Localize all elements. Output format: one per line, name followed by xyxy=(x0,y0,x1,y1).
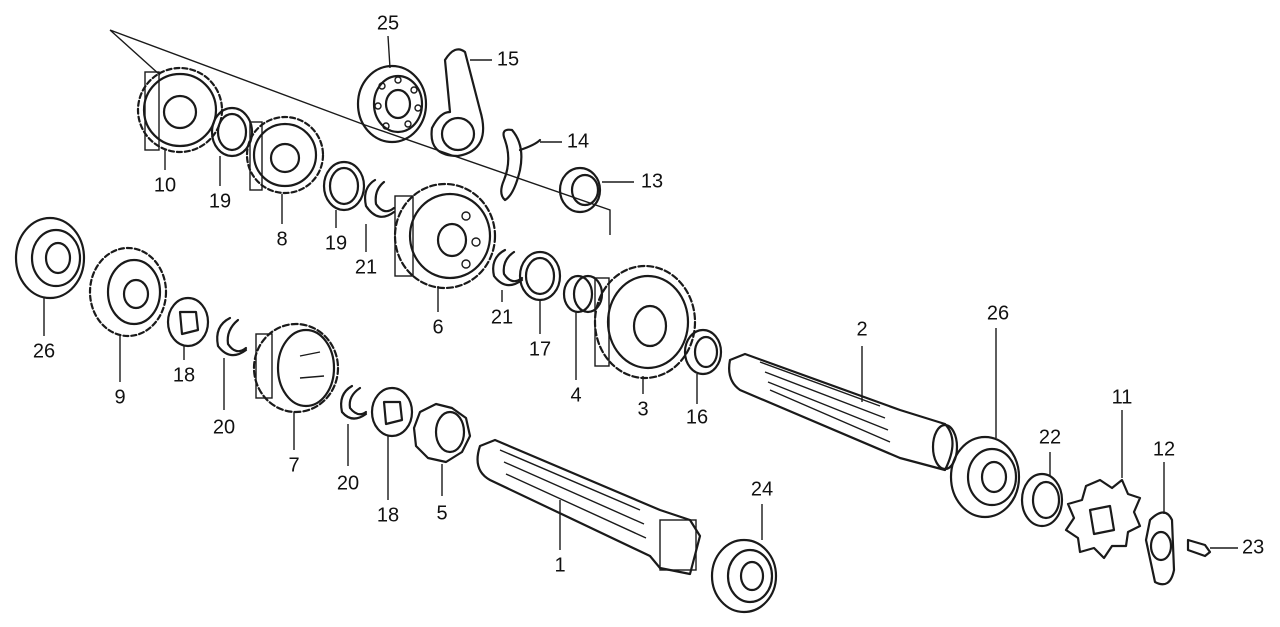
callout-2: 2 xyxy=(856,318,867,340)
part-9-gear xyxy=(88,246,168,338)
part-14-spring-clip xyxy=(500,128,542,202)
countershaft-group-outline xyxy=(109,29,611,235)
callout-6: 6 xyxy=(432,316,443,338)
callout-8: 8 xyxy=(276,228,287,250)
part-16-washer xyxy=(683,328,723,376)
part-10-gear xyxy=(136,66,224,154)
part-11-sprocket xyxy=(1064,478,1142,560)
callout-15: 15 xyxy=(497,48,519,70)
callout-4: 4 xyxy=(570,384,581,406)
callout-17: 17 xyxy=(529,338,551,360)
callout-1: 1 xyxy=(554,554,565,576)
part-2-countershaft xyxy=(728,352,959,472)
part-21-circlip-a xyxy=(363,178,396,218)
part-5-gear xyxy=(412,402,472,464)
leader-lines xyxy=(43,35,1238,550)
callout-7: 7 xyxy=(288,454,299,476)
callout-18-lower: 18 xyxy=(377,504,399,526)
part-7-gear xyxy=(252,322,340,414)
callout-9: 9 xyxy=(114,386,125,408)
callout-21-lower: 21 xyxy=(491,306,513,328)
callout-25: 25 xyxy=(377,12,399,34)
callout-11: 11 xyxy=(1112,386,1133,408)
callout-5: 5 xyxy=(436,502,447,524)
part-13-collar xyxy=(558,166,602,214)
callout-16: 16 xyxy=(686,406,708,428)
part-20-circlip-a xyxy=(216,316,248,357)
part-26-bearing-right xyxy=(949,435,1021,519)
callout-labels: 25 15 14 13 10 19 8 19 21 6 21 17 4 3 16… xyxy=(33,12,1264,576)
part-21-circlip-b xyxy=(492,248,524,287)
part-18-washer-b xyxy=(370,386,414,438)
part-17-washer xyxy=(518,250,562,302)
part-19-washer-a xyxy=(210,106,254,158)
callout-26-right: 26 xyxy=(987,302,1009,324)
callout-23: 23 xyxy=(1242,536,1264,558)
part-19-washer-b xyxy=(322,160,366,212)
callout-20-lower: 20 xyxy=(337,472,359,494)
callout-26-left: 26 xyxy=(33,340,55,362)
part-26-bearing-left xyxy=(14,216,86,300)
part-1-mainshaft xyxy=(476,438,702,576)
callout-12: 12 xyxy=(1153,438,1175,460)
part-15-plate xyxy=(430,48,485,158)
callout-18-upper: 18 xyxy=(173,364,195,386)
part-23-bolt xyxy=(1186,538,1212,558)
callout-21-upper: 21 xyxy=(355,256,377,278)
part-6-gear xyxy=(393,182,497,290)
callout-24: 24 xyxy=(751,478,773,500)
callout-20-upper: 20 xyxy=(213,416,235,438)
callout-22: 22 xyxy=(1039,426,1061,448)
callout-10: 10 xyxy=(154,174,176,196)
part-8-gear xyxy=(245,115,325,195)
part-25-bearing xyxy=(356,64,428,144)
callout-3: 3 xyxy=(637,398,648,420)
part-12-plate xyxy=(1144,511,1176,586)
callout-13: 13 xyxy=(641,170,663,192)
part-3-gear xyxy=(593,264,697,380)
part-20-circlip-b xyxy=(340,384,368,420)
callout-14: 14 xyxy=(567,130,589,152)
part-22-seal xyxy=(1020,472,1064,528)
part-18-washer-a xyxy=(166,296,210,348)
callout-19-upper: 19 xyxy=(209,190,231,212)
callout-19-lower: 19 xyxy=(325,232,347,254)
part-24-bearing xyxy=(710,538,778,614)
